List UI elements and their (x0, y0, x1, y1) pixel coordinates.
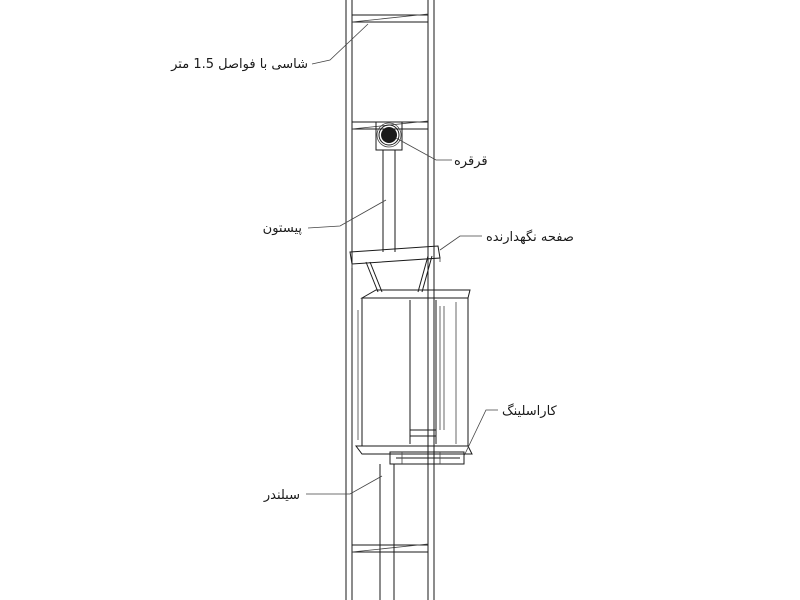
label-piston: پیستون (263, 221, 303, 236)
label-car-sling: کاراسلینگ (502, 403, 558, 419)
chassis-cross-members (351, 13, 429, 553)
elevator-car (355, 289, 473, 465)
pulley (375, 121, 403, 151)
chassis-frame (345, 0, 435, 600)
leader-lines (306, 23, 498, 495)
label-cylinder: سیلندر (263, 488, 300, 503)
label-pulley: قرقره (454, 154, 488, 169)
cylinder (379, 464, 395, 600)
label-chassis: شاسی با فواصل 1.5 متر (170, 57, 308, 72)
piston-rod (382, 150, 396, 252)
label-holding-plate: صفحه نگهدارنده (486, 229, 574, 245)
holding-plate (349, 245, 441, 293)
